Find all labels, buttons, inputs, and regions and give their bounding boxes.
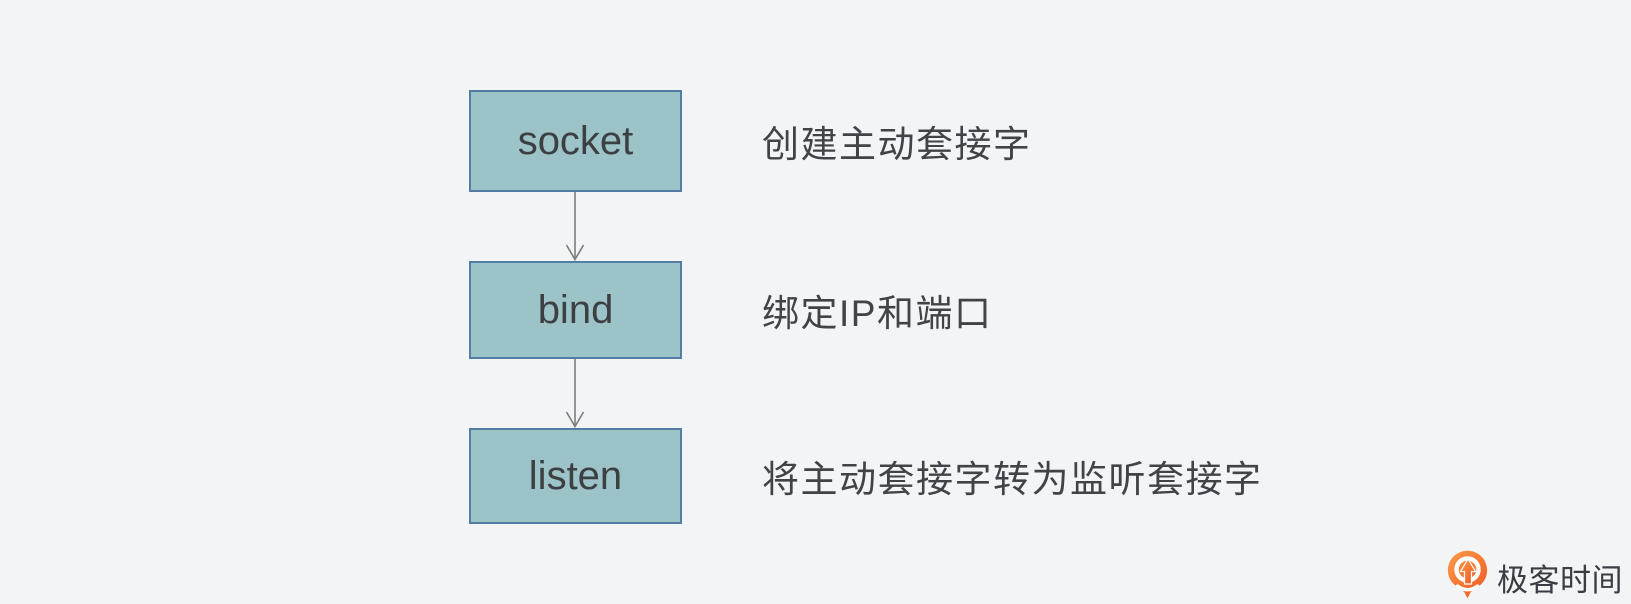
step-description-listen: 将主动套接字转为监听套接字 (762, 459, 1263, 500)
flow-box-socket: socket (469, 90, 682, 192)
brand-watermark: 极客时间 (1447, 550, 1623, 604)
flow-box-label: socket (517, 118, 634, 163)
step-description-socket: 创建主动套接字 (762, 124, 1032, 165)
flow-box-label: listen (528, 453, 623, 498)
flow-box-listen: listen (469, 428, 682, 524)
down-arrow-icon (564, 359, 586, 428)
brand-name: 极客时间 (1497, 562, 1623, 598)
flow-box-bind: bind (469, 261, 682, 359)
down-arrow-icon (564, 192, 586, 261)
step-description-bind: 绑定IP和端口 (762, 293, 993, 334)
geektime-pin-icon (1447, 550, 1488, 604)
flow-box-label: bind (537, 287, 614, 332)
